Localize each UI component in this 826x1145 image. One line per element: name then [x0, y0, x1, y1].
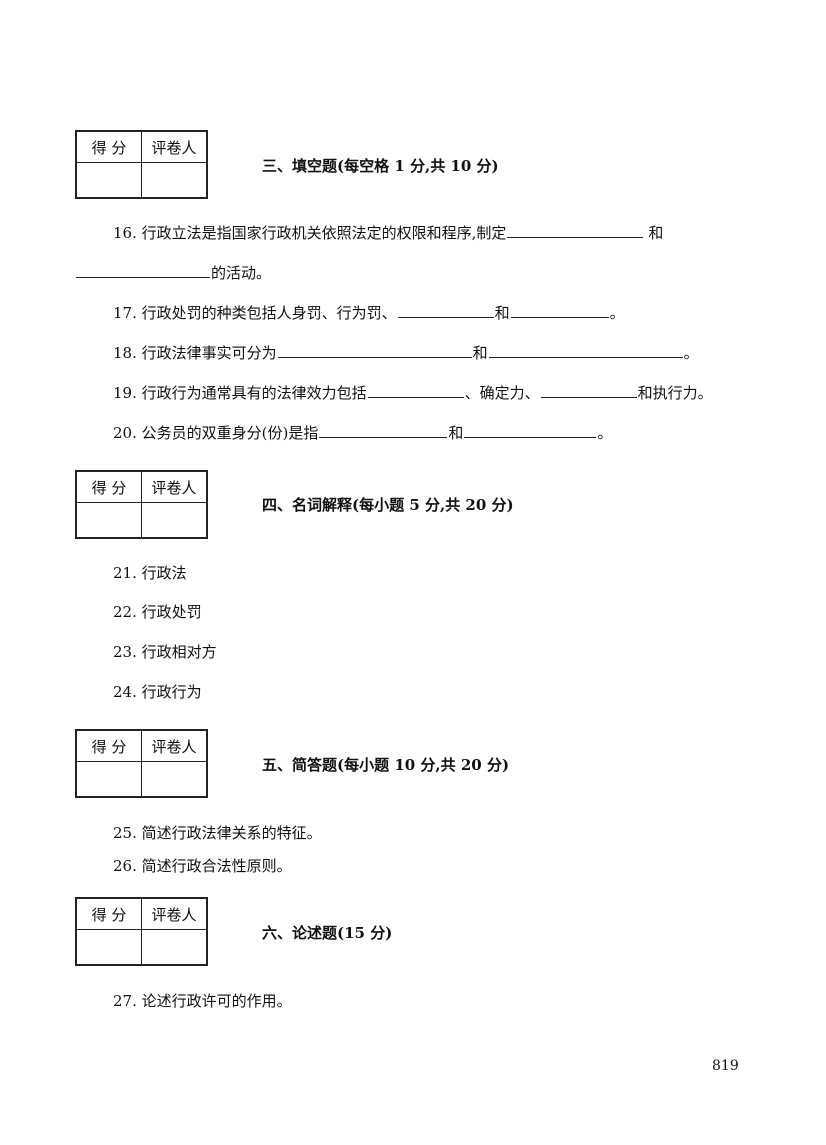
q16-text-3: 的活动。: [211, 264, 272, 282]
score-label: 得 分: [75, 729, 142, 762]
question-16-cont: 的活动。: [75, 262, 271, 283]
question-25: 25. 简述行政法律关系的特征。: [113, 824, 322, 842]
q18-text-3: 。: [683, 344, 699, 362]
q20-blank-2[interactable]: [464, 423, 597, 438]
question-17: 17. 行政处罚的种类包括人身罚、行为罚、 和 。: [113, 302, 625, 323]
q16-blank-2[interactable]: [76, 263, 210, 278]
question-24: 24. 行政行为: [113, 683, 202, 701]
q17-blank-1[interactable]: [397, 303, 494, 318]
section-4-title: 四、名词解释(每小题 5 分,共 20 分): [262, 496, 514, 514]
question-19: 19. 行政行为通常具有的法律效力包括 、确定力、 和执行力。: [113, 382, 713, 403]
grader-cell: [141, 929, 208, 966]
question-23: 23. 行政相对方: [113, 643, 217, 661]
section-5-title: 五、简答题(每小题 10 分,共 20 分): [262, 756, 510, 774]
q19-text-2: 、确定力、: [464, 384, 540, 402]
grader-label: 评卷人: [141, 729, 208, 762]
score-cell: [75, 761, 142, 798]
q17-text-2: 和: [494, 304, 510, 322]
q19-text-3: 和执行力。: [637, 384, 713, 402]
grader-cell: [141, 761, 208, 798]
question-16: 16. 行政立法是指国家行政机关依照法定的权限和程序,制定 和: [113, 222, 663, 243]
q19-blank-1[interactable]: [367, 383, 464, 398]
score-label: 得 分: [75, 130, 142, 163]
q16-text-1: 16. 行政立法是指国家行政机关依照法定的权限和程序,制定: [113, 224, 507, 242]
q20-blank-1[interactable]: [319, 423, 448, 438]
section-6-title: 六、论述题(15 分): [262, 924, 393, 942]
grader-cell: [141, 162, 208, 199]
q16-blank-1[interactable]: [507, 223, 644, 238]
q18-text-1: 18. 行政法律事实可分为: [113, 344, 277, 362]
q20-text-1: 20. 公务员的双重身分(份)是指: [113, 424, 319, 442]
q18-blank-1[interactable]: [277, 343, 472, 358]
section-3-title: 三、填空题(每空格 1 分,共 10 分): [262, 157, 499, 175]
question-26: 26. 简述行政合法性原则。: [113, 857, 292, 875]
score-label: 得 分: [75, 470, 142, 503]
grader-label: 评卷人: [141, 130, 208, 163]
q18-blank-2[interactable]: [488, 343, 683, 358]
score-label: 得 分: [75, 897, 142, 930]
question-22: 22. 行政处罚: [113, 603, 202, 621]
score-cell: [75, 162, 142, 199]
q20-text-3: 。: [597, 424, 613, 442]
score-cell: [75, 929, 142, 966]
score-box-section-3: 得 分 评卷人: [75, 130, 208, 199]
grader-label: 评卷人: [141, 897, 208, 930]
question-21: 21. 行政法: [113, 564, 187, 582]
q17-blank-2[interactable]: [510, 303, 609, 318]
q17-text-1: 17. 行政处罚的种类包括人身罚、行为罚、: [113, 304, 397, 322]
question-27: 27. 论述行政许可的作用。: [113, 992, 292, 1010]
page-number: 819: [712, 1058, 739, 1074]
score-box-section-5: 得 分 评卷人: [75, 729, 208, 798]
q16-text-2: 和: [648, 224, 664, 242]
score-box-section-6: 得 分 评卷人: [75, 897, 208, 966]
score-cell: [75, 502, 142, 539]
question-18: 18. 行政法律事实可分为 和 。: [113, 342, 699, 363]
score-box-section-4: 得 分 评卷人: [75, 470, 208, 539]
question-20: 20. 公务员的双重身分(份)是指 和 。: [113, 422, 612, 443]
q17-text-3: 。: [609, 304, 625, 322]
q19-text-1: 19. 行政行为通常具有的法律效力包括: [113, 384, 367, 402]
q20-text-2: 和: [448, 424, 464, 442]
grader-cell: [141, 502, 208, 539]
q19-blank-2[interactable]: [540, 383, 637, 398]
grader-label: 评卷人: [141, 470, 208, 503]
q18-text-2: 和: [472, 344, 488, 362]
